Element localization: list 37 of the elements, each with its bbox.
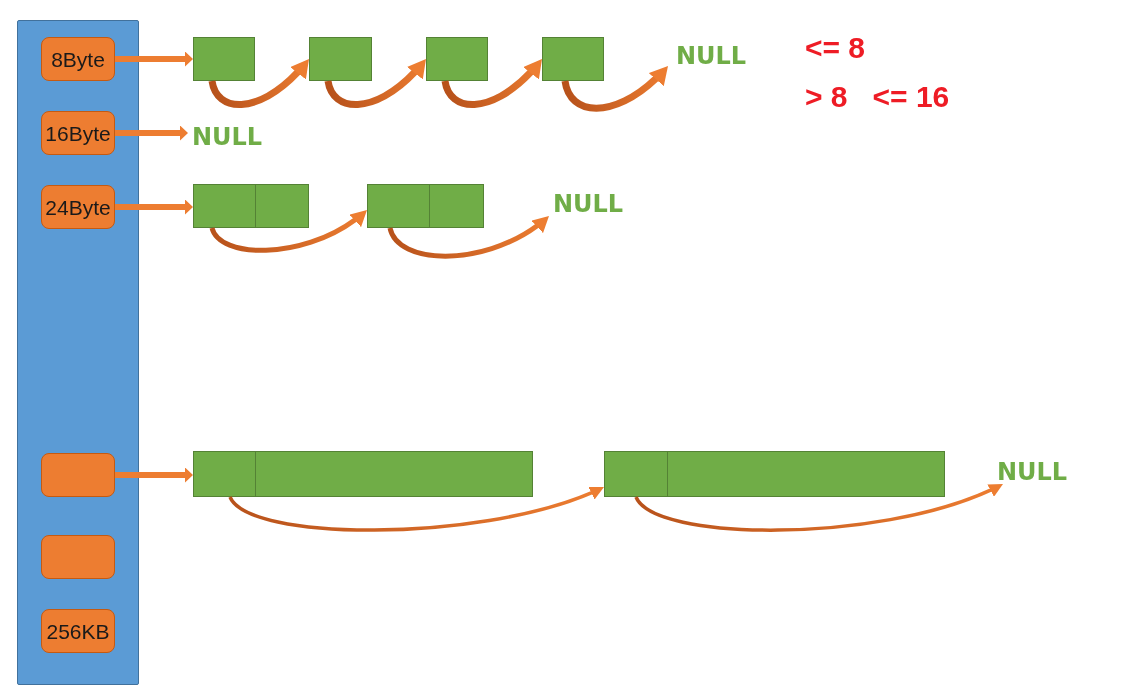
size-label: 8Byte xyxy=(51,48,105,70)
curved-arrow xyxy=(441,56,545,108)
size-class-box xyxy=(41,535,115,579)
memory-block xyxy=(367,184,484,228)
size-class-box xyxy=(41,609,115,653)
memory-block xyxy=(604,451,945,497)
curved-arrow xyxy=(228,485,605,532)
size-class-column xyxy=(17,20,139,685)
arrow xyxy=(115,51,193,67)
memory-block xyxy=(426,37,488,81)
size-range-note: > 8 <= 16 xyxy=(805,82,950,112)
null-label: NULL xyxy=(668,44,747,68)
memory-block xyxy=(193,184,309,228)
memory-block xyxy=(309,37,372,81)
null-label: NULL xyxy=(188,125,263,149)
size-class-box xyxy=(41,453,115,497)
curved-arrow xyxy=(561,63,671,112)
size-class-box xyxy=(41,37,115,81)
null-label: NULL xyxy=(997,460,1068,484)
curved-arrow xyxy=(208,56,312,108)
curved-arrow xyxy=(324,56,429,108)
size-label: 24Byte xyxy=(45,196,111,218)
memory-block xyxy=(193,451,533,497)
curved-arrow xyxy=(209,208,369,253)
size-class-box xyxy=(41,185,115,229)
arrow xyxy=(115,125,188,141)
size-class-box xyxy=(41,111,115,155)
curved-arrow xyxy=(634,482,1004,532)
size-label: 16Byte xyxy=(45,122,111,144)
arrow xyxy=(115,467,193,483)
memory-block xyxy=(542,37,604,81)
size-label: 256KB xyxy=(46,620,110,642)
curved-arrow xyxy=(387,214,551,259)
memory-block xyxy=(193,37,255,81)
size-range-note: <= 8 xyxy=(805,33,866,63)
null-label: NULL xyxy=(549,192,624,216)
arrow xyxy=(115,199,193,215)
